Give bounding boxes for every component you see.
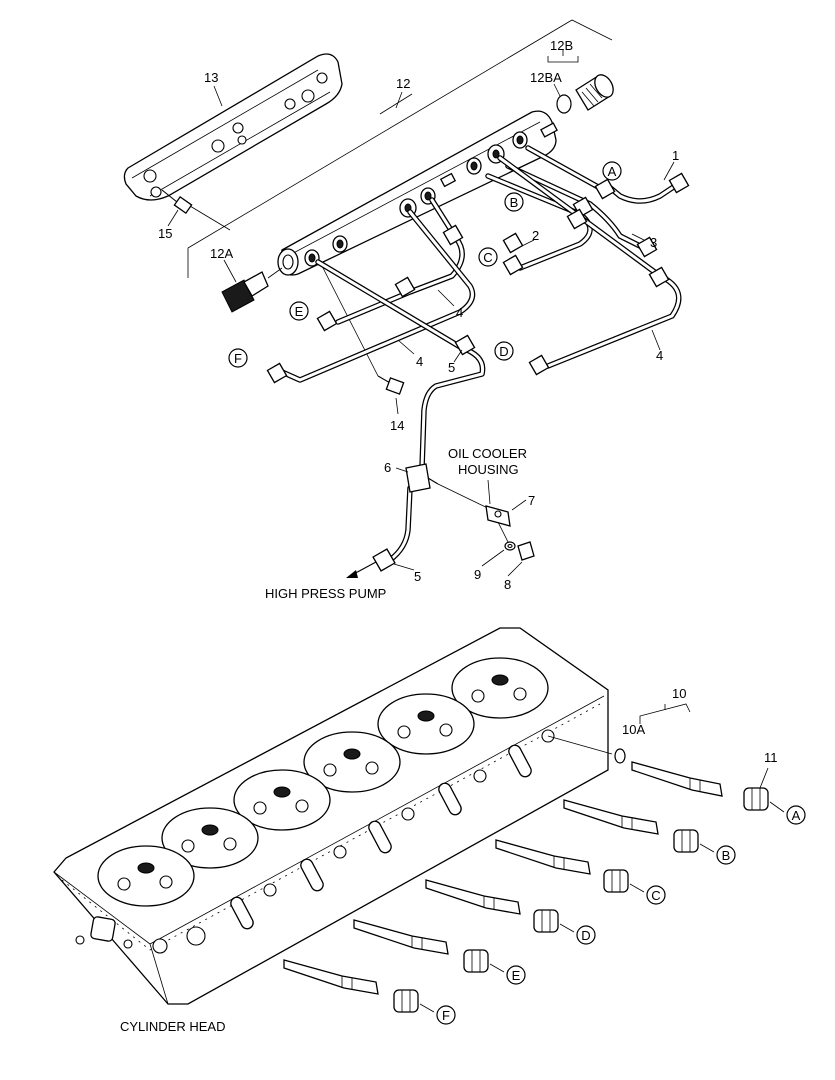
injector-ref-e: E [512,968,521,983]
rail-mounting-bracket [123,53,343,201]
callout-4-f: 4 [416,354,423,369]
callout-5-rail: 5 [448,360,455,375]
callout-2: 2 [532,228,539,243]
high-press-pump-caption: HIGH PRESS PUMP [265,586,386,601]
rail-pressure-sensor [221,267,283,313]
captions: OIL COOLER HOUSING HIGH PRESS PUMP CYLIN… [120,446,527,1034]
callout-11: 11 [764,750,778,765]
bracket-bolt [161,189,231,231]
injector-tubes [266,145,690,578]
injector-sleeves [393,787,769,1013]
callout-1: 1 [672,148,679,163]
callout-numbers: 1 2 3 4 4 4 5 5 6 7 8 9 10 10A 11 12 12A… [158,38,778,765]
callout-9: 9 [474,567,481,582]
oil-cooler-caption-line1: OIL COOLER [448,446,527,461]
callout-12: 12 [396,76,410,91]
tube-ref-b: B [510,195,519,210]
rail-assembly-bracket [187,19,613,278]
callout-15: 15 [158,226,172,241]
tube-clamp-assembly [405,463,535,561]
injector-6 [283,959,379,995]
callout-5-pump: 5 [414,569,421,584]
callout-12ba: 12BA [530,70,562,85]
rail-bolt [319,261,405,395]
tube-ref-d: D [499,344,508,359]
injector-ref-a: A [792,808,801,823]
injector-reference-letters: A B C D E F [436,805,806,1025]
cylinder-head-caption: CYLINDER HEAD [120,1019,225,1034]
injector-3 [495,839,591,875]
callout-12a: 12A [210,246,233,261]
cylinder-head-side-openings [75,729,555,954]
injector-1 [631,761,723,797]
tube-ref-e: E [295,304,304,319]
callout-7: 7 [528,493,535,508]
injector-ref-f: F [442,1008,450,1023]
callout-10a: 10A [622,722,645,737]
tube-ref-a: A [608,164,617,179]
injector-ref-b: B [722,848,731,863]
callout-14: 14 [390,418,404,433]
injectors [283,703,785,1013]
injector-4 [425,879,521,915]
callout-3: 3 [650,235,657,250]
cylinder-head [53,627,609,1005]
tube-reference-letters: A B C D E F [228,161,622,368]
tube-ref-f: F [234,351,242,366]
tube-ref-c: C [483,250,492,265]
tube-nuts [266,172,690,572]
pressure-relief-valve [556,74,614,114]
cylinder-head-ports [97,657,549,907]
leader-lines-top [167,50,675,577]
callout-12b: 12B [550,38,573,53]
injector-o-ring [614,748,626,764]
injector-5 [353,919,449,955]
callout-10: 10 [672,686,686,701]
injector-ref-c: C [651,888,660,903]
callout-8: 8 [504,577,511,592]
oil-cooler-caption-line2: HOUSING [458,462,519,477]
injector-ref-d: D [581,928,590,943]
callout-13: 13 [204,70,218,85]
callout-6: 6 [384,460,391,475]
injector-2 [563,799,659,835]
callout-4-e: 4 [456,305,463,320]
callout-4-d: 4 [656,348,663,363]
